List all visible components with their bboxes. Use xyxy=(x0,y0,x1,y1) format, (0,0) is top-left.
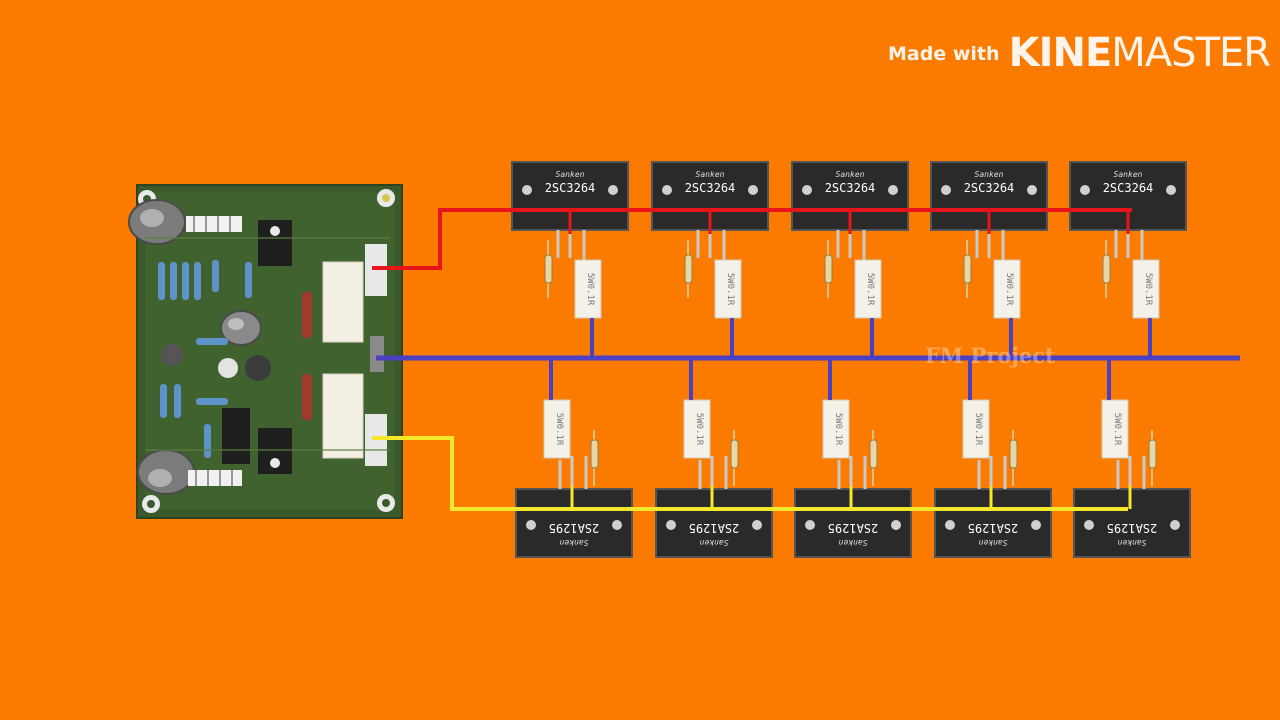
positive-rail xyxy=(372,208,1132,270)
negative-rail xyxy=(372,436,1132,511)
resistor-label: 5W0.1R xyxy=(865,273,875,306)
npn-transistor: Sanken 2SC3264 5W0.1R xyxy=(1069,161,1187,319)
transistor-brand: Sanken xyxy=(1114,170,1143,179)
emitter-resistor: 5W0.1R xyxy=(574,259,602,319)
emitter-resistor: 5W0.1R xyxy=(962,399,990,459)
transistor-brand: Sanken xyxy=(559,538,588,547)
transistor-brand: Sanken xyxy=(836,170,865,179)
transistor-part-number: 2SA1295 xyxy=(1107,521,1158,535)
pnp-output-row: 2SA1295Sanken5W0.1R2SA1295Sanken5W0.1R2S… xyxy=(515,399,1191,558)
transistor-brand: Sanken xyxy=(838,538,867,547)
transistor-part-number: 2SC3264 xyxy=(825,181,876,195)
watermark-brand-light: MASTER xyxy=(1111,30,1271,76)
transistor-part-number: 2SC3264 xyxy=(685,181,736,195)
emitter-resistor: 5W0.1R xyxy=(854,259,882,319)
npn-transistor: Sanken 2SC3264 5W0.1R xyxy=(651,161,769,319)
transistor-brand: Sanken xyxy=(699,538,728,547)
driver-pcb xyxy=(128,184,403,519)
resistor-label: 5W0.1R xyxy=(554,413,564,446)
transistor-part-number: 2SC3264 xyxy=(964,181,1015,195)
resistor-label: 5W0.1R xyxy=(1112,413,1122,446)
kinemaster-watermark: Made with KINEMASTER xyxy=(888,30,1271,76)
resistor-label: 5W0.1R xyxy=(585,273,595,306)
transistor-brand: Sanken xyxy=(696,170,725,179)
project-overlay-text: FM Project xyxy=(925,343,1055,368)
emitter-resistor: 5W0.1R xyxy=(543,399,571,459)
emitter-resistor: 5W0.1R xyxy=(822,399,850,459)
resistor-label: 5W0.1R xyxy=(1004,273,1014,306)
resistor-label: 5W0.1R xyxy=(694,413,704,446)
resistor-label: 5W0.1R xyxy=(1143,273,1153,306)
emitter-resistor: 5W0.1R xyxy=(714,259,742,319)
transistor-brand: Sanken xyxy=(1117,538,1146,547)
emitter-resistor: 5W0.1R xyxy=(683,399,711,459)
npn-transistor: Sanken 2SC3264 5W0.1R xyxy=(511,161,629,319)
ground-rail xyxy=(376,318,1240,400)
transistor-brand: Sanken xyxy=(978,538,1007,547)
npn-transistor: Sanken 2SC3264 5W0.1R xyxy=(930,161,1048,319)
npn-transistor: Sanken 2SC3264 5W0.1R xyxy=(791,161,909,319)
emitter-resistor: 5W0.1R xyxy=(1132,259,1160,319)
emitter-resistor: 5W0.1R xyxy=(993,259,1021,319)
transistor-brand: Sanken xyxy=(556,170,585,179)
watermark-made-with: Made with xyxy=(888,43,1000,65)
resistor-label: 5W0.1R xyxy=(973,413,983,446)
npn-output-row: Sanken2SC32645W0.1RSanken2SC32645W0.1RSa… xyxy=(511,161,1187,319)
transistor-brand: Sanken xyxy=(975,170,1004,179)
transistor-part-number: 2SA1295 xyxy=(968,521,1019,535)
transistor-part-number: 2SC3264 xyxy=(1103,181,1154,195)
transistor-part-number: 2SA1295 xyxy=(828,521,879,535)
resistor-label: 5W0.1R xyxy=(725,273,735,306)
transistor-part-number: 2SC3264 xyxy=(545,181,596,195)
watermark-brand-bold: KINE xyxy=(1008,30,1113,76)
transistor-part-number: 2SA1295 xyxy=(549,521,600,535)
emitter-resistor: 5W0.1R xyxy=(1101,399,1129,459)
transistor-part-number: 2SA1295 xyxy=(689,521,740,535)
resistor-label: 5W0.1R xyxy=(833,413,843,446)
